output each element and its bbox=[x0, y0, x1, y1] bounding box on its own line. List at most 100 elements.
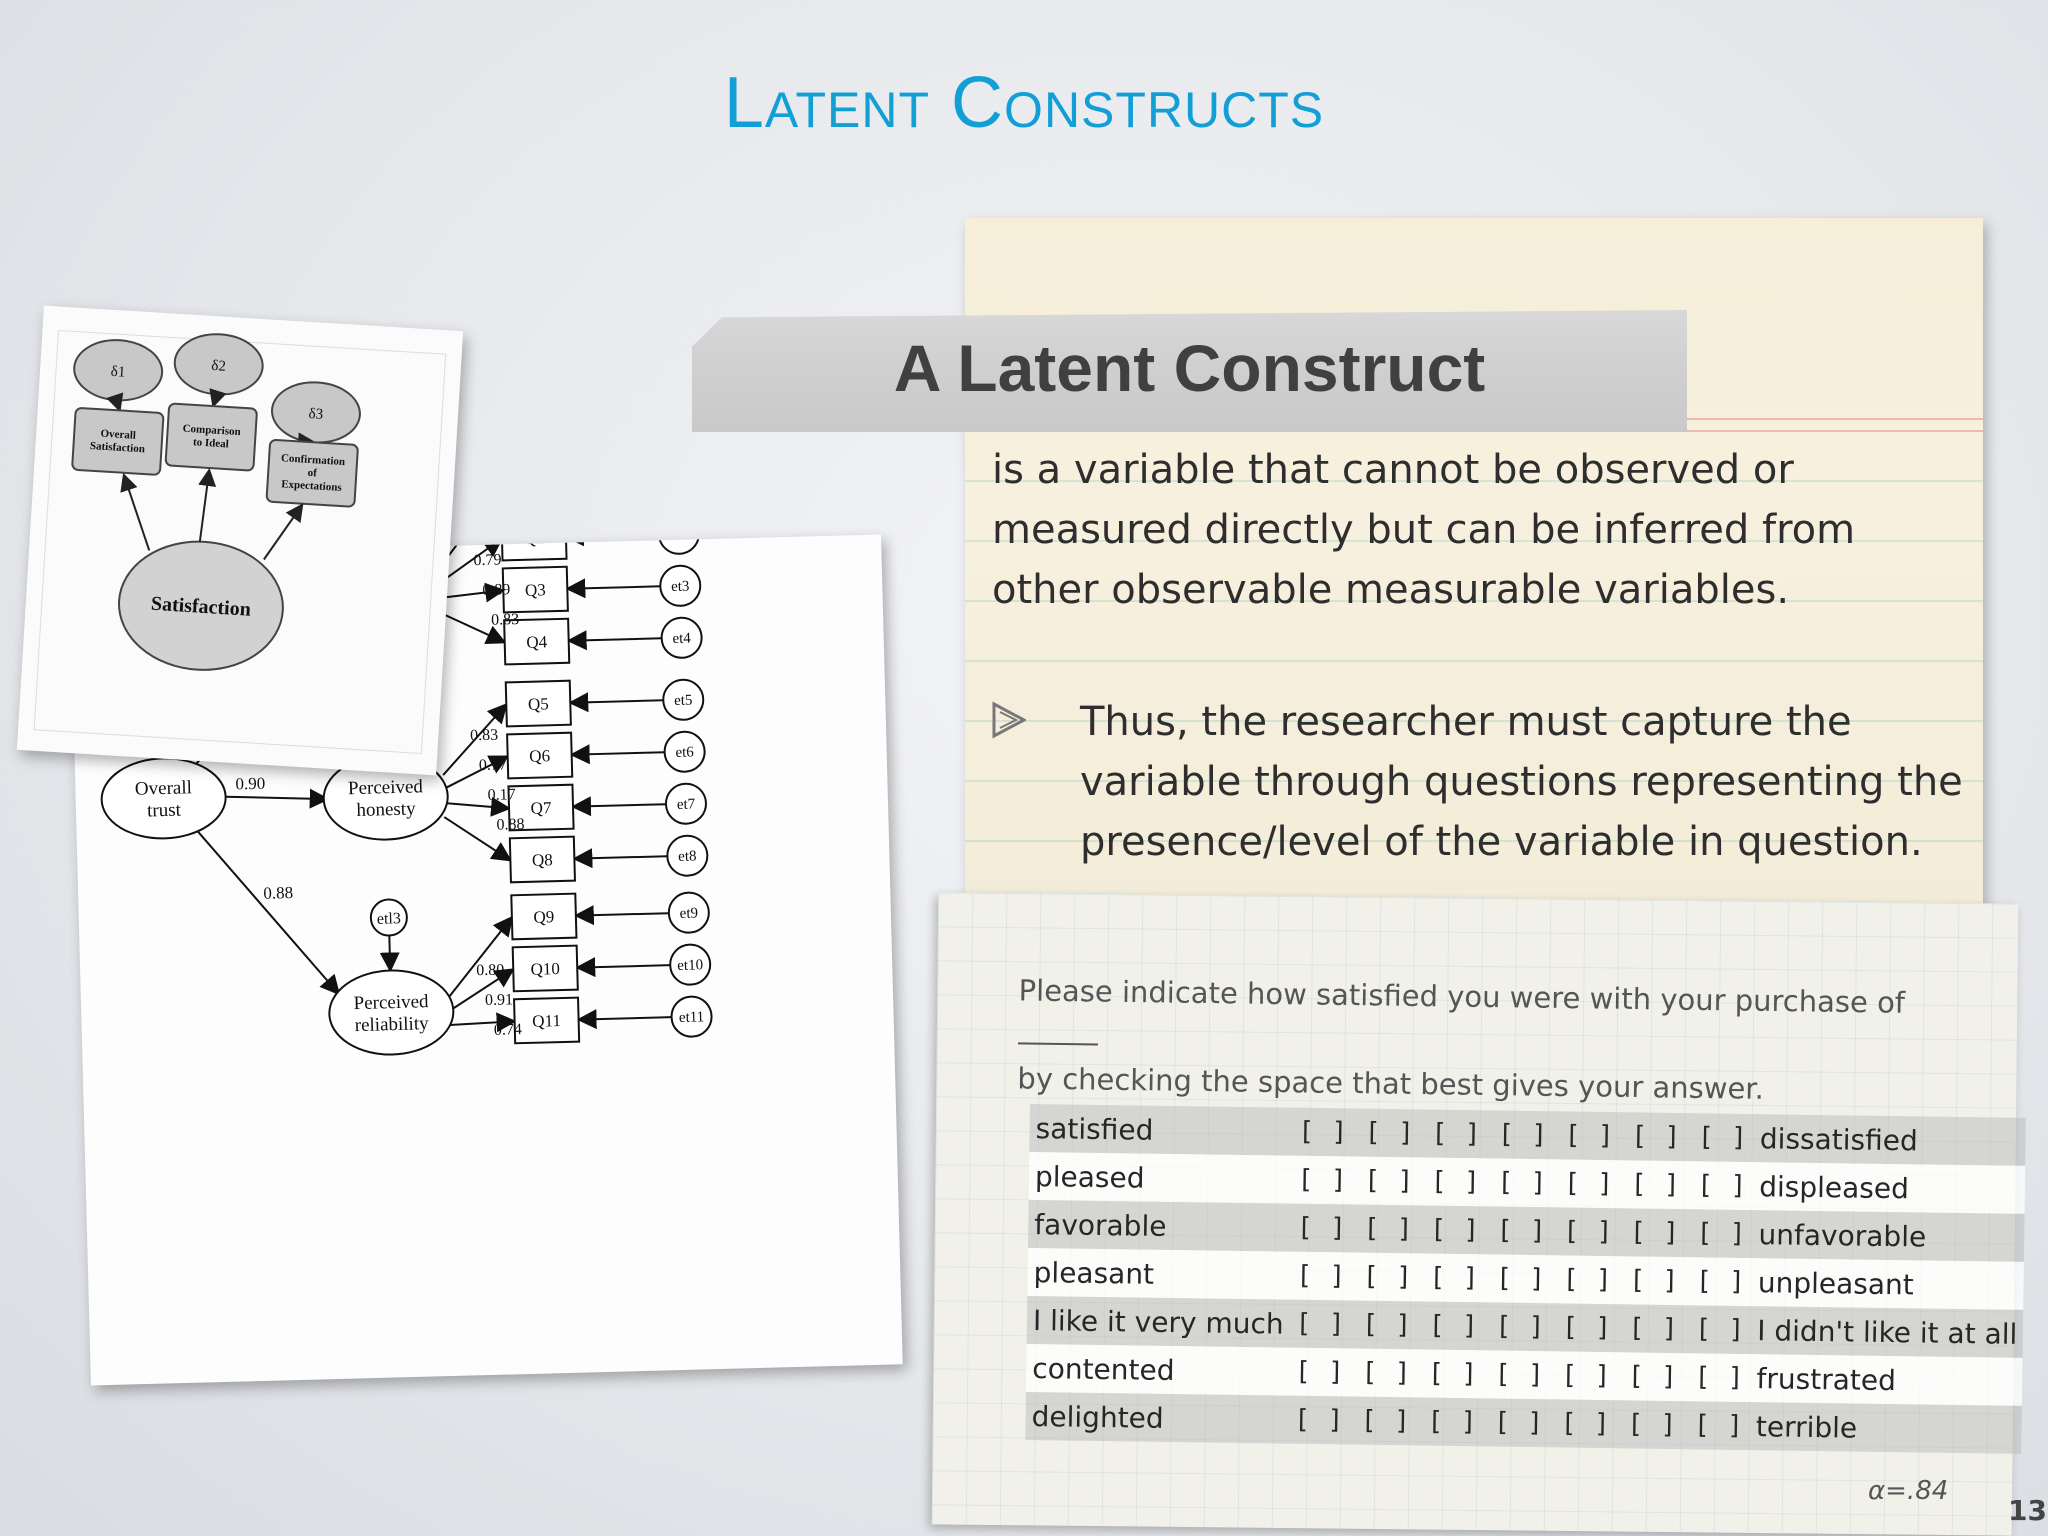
error-path bbox=[106, 392, 124, 413]
survey-prompt-line-2: by checking the space that best gives yo… bbox=[1017, 1061, 1765, 1106]
error-path bbox=[576, 1009, 672, 1030]
error-node bbox=[663, 730, 706, 773]
indicator-label: Overall bbox=[100, 428, 136, 442]
error-node bbox=[659, 564, 702, 607]
error-node bbox=[660, 616, 703, 659]
indicator-label: Expectations bbox=[281, 478, 343, 494]
indicator-label: Q2 bbox=[523, 535, 544, 548]
semantic-differential-scale: satisfied[ ] [ ] [ ] [ ] [ ] [ ] [ ]diss… bbox=[1025, 1104, 2027, 1454]
loading-value: 0.89 bbox=[482, 581, 510, 599]
loading-value: 0.62 bbox=[465, 535, 493, 540]
alpha-reliability: α=.84 bbox=[1868, 1476, 1949, 1506]
structural-path bbox=[225, 788, 330, 809]
loading-path bbox=[438, 582, 506, 603]
error-label: et11 bbox=[679, 1009, 705, 1026]
scale-right-anchor: unfavorable bbox=[1752, 1210, 2025, 1262]
indicator-label: Q4 bbox=[526, 632, 548, 652]
indicator-box bbox=[164, 402, 258, 472]
scale-checkboxes[interactable]: [ ] [ ] [ ] [ ] [ ] [ ] [ ] bbox=[1287, 1395, 1751, 1451]
scale-left-anchor: delighted bbox=[1025, 1391, 1289, 1444]
loading-value: 0.17 bbox=[487, 786, 515, 804]
indicator-label: Satisfaction bbox=[90, 440, 146, 455]
loading-path bbox=[442, 702, 508, 776]
trust-model-svg: Overalltrust0.98Perceivedaltruismetl1Q10… bbox=[100, 460, 713, 1056]
scale-checkboxes[interactable]: [ ] [ ] [ ] [ ] [ ] [ ] [ ] bbox=[1291, 1107, 1755, 1163]
disturbance-label: etl3 bbox=[377, 910, 401, 928]
error-node bbox=[669, 943, 712, 986]
definition-text: is a variable that cannot be observed or… bbox=[992, 447, 1856, 613]
note-heading: A Latent Construct bbox=[893, 331, 1486, 405]
answer-blank bbox=[1017, 1042, 1098, 1046]
error-node bbox=[666, 834, 709, 877]
overall-trust-label: Overall bbox=[135, 777, 193, 799]
path-coefficient: 0.90 bbox=[235, 774, 265, 794]
scale-right-anchor: dissatisfied bbox=[1753, 1114, 2027, 1166]
satisfaction-node bbox=[118, 540, 284, 671]
error-label: et8 bbox=[678, 848, 697, 864]
overall-trust-label: trust bbox=[147, 800, 182, 822]
scale-checkboxes[interactable]: [ ] [ ] [ ] [ ] [ ] [ ] [ ] bbox=[1290, 1203, 1753, 1259]
scale-right-anchor: I didn't like it at all bbox=[1750, 1306, 2024, 1358]
scale-right-anchor: displeased bbox=[1752, 1162, 2026, 1214]
error-label: δ2 bbox=[211, 358, 227, 375]
bullet-text: Thus, the researcher must capture the va… bbox=[1080, 699, 1963, 865]
scale-checkboxes[interactable]: [ ] [ ] [ ] [ ] [ ] [ ] [ ] bbox=[1289, 1251, 1753, 1307]
error-path bbox=[571, 796, 667, 817]
error-label: et9 bbox=[679, 905, 698, 921]
indicator-box bbox=[501, 565, 569, 614]
error-node bbox=[657, 512, 700, 555]
scale-right-anchor: unpleasant bbox=[1751, 1258, 2025, 1310]
indicator-label: of bbox=[307, 467, 317, 480]
survey-prompt: Please indicate how satisfied you were w… bbox=[1017, 968, 1969, 1113]
loading-value: 0.83 bbox=[491, 611, 519, 629]
indicator-label: Q11 bbox=[532, 1011, 561, 1031]
error-label: δ1 bbox=[110, 364, 126, 381]
error-path bbox=[565, 578, 661, 599]
loading-path bbox=[443, 796, 512, 817]
structural-path bbox=[193, 826, 341, 996]
indicator-label: Q10 bbox=[530, 959, 560, 979]
error-label: et6 bbox=[675, 744, 694, 760]
disturbance-path bbox=[379, 935, 400, 973]
indicator-label: Q3 bbox=[525, 580, 546, 600]
scale-right-anchor: terrible bbox=[1749, 1402, 2023, 1454]
indicator-box bbox=[265, 439, 359, 508]
error-path bbox=[573, 905, 669, 926]
scale-left-anchor: satisfied bbox=[1029, 1104, 1293, 1156]
latent-factor-label: Perceived bbox=[353, 991, 429, 1014]
page-number: 133 bbox=[2008, 1494, 2048, 1527]
loading-path bbox=[448, 915, 514, 998]
loading-value: 0.83 bbox=[470, 727, 498, 745]
scale-left-anchor: favorable bbox=[1027, 1199, 1292, 1252]
error-label: et2 bbox=[670, 535, 689, 544]
indicator-box bbox=[508, 835, 576, 884]
error-label: et7 bbox=[677, 796, 696, 812]
loading-value: 0.88 bbox=[496, 816, 524, 834]
loading-path bbox=[438, 611, 507, 644]
error-label: et4 bbox=[672, 631, 691, 647]
indicator-label: Comparison bbox=[182, 423, 241, 439]
scale-left-anchor: contented bbox=[1025, 1343, 1290, 1396]
indicator-box bbox=[513, 996, 581, 1045]
loading-path bbox=[120, 472, 151, 551]
indicator-label: to Ideal bbox=[193, 436, 229, 450]
trust-model-diagram: Overalltrust0.98Perceivedaltruismetl1Q10… bbox=[69, 460, 903, 1386]
scale-checkboxes[interactable]: [ ] [ ] [ ] [ ] [ ] [ ] [ ] bbox=[1288, 1347, 1751, 1403]
indicator-box bbox=[506, 731, 574, 780]
error-node bbox=[664, 782, 707, 825]
loading-value: 0.91 bbox=[485, 991, 513, 1009]
indicator-label: Q5 bbox=[528, 694, 549, 714]
error-path bbox=[566, 630, 662, 651]
error-path bbox=[569, 744, 665, 765]
scale-checkboxes[interactable]: [ ] [ ] [ ] [ ] [ ] [ ] [ ] bbox=[1291, 1155, 1754, 1211]
error-node bbox=[662, 678, 705, 721]
indicator-box bbox=[511, 944, 579, 993]
scale-checkboxes[interactable]: [ ] [ ] [ ] [ ] [ ] [ ] [ ] bbox=[1289, 1299, 1752, 1355]
loading-path bbox=[448, 968, 515, 1012]
indicator-box bbox=[503, 617, 571, 666]
tape-banner bbox=[692, 310, 1687, 432]
latent-factor-label: reliability bbox=[354, 1013, 429, 1036]
error-node bbox=[670, 995, 713, 1038]
error-path bbox=[209, 388, 227, 409]
